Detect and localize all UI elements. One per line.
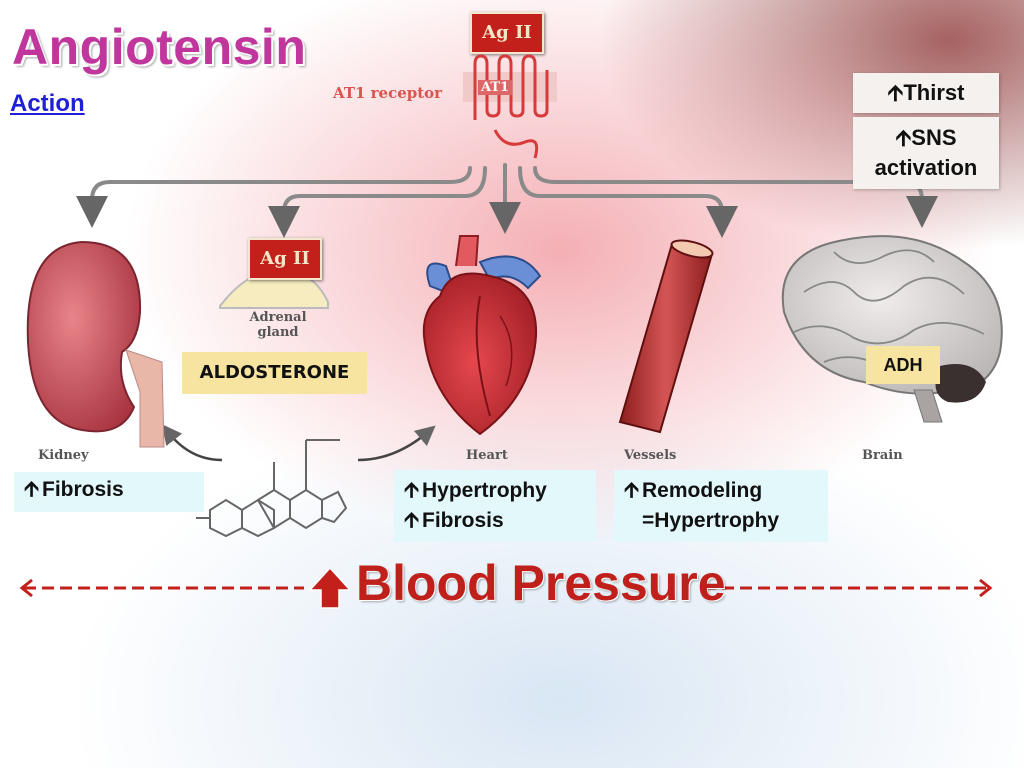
at1-inner-label: AT1 [478,80,513,95]
page-title: Angiotensin [12,19,307,75]
heart-effect-box: 🡩Hypertrophy 🡩Fibrosis [394,470,596,542]
vessels-label: Vessels [624,448,677,463]
connector-adrenal [268,166,487,238]
connector-kidney [76,166,472,228]
angiotensin-ii-ligand: Ag II [470,12,544,54]
sns-activation-label: activation [874,155,978,180]
thirst-label: Thirst [903,80,965,105]
at1-receptor-label: AT1 receptor [333,84,443,102]
thirst-effect: 🡩Thirst [853,73,999,113]
brain-label: Brain [862,448,903,463]
heart-hypertrophy: Hypertrophy [422,479,547,502]
up-arrow-icon: 🡩 [624,479,640,502]
adrenal-gland-label: Adrenal gland [240,310,316,340]
page-subtitle: Action [10,90,85,117]
up-arrow-icon: 🡩 [895,125,912,150]
vessel-hypertrophy: =Hypertrophy [642,509,780,532]
up-arrow-icon [308,566,352,609]
connector-vessels [518,166,738,238]
blood-pressure-arrow-line [19,578,993,598]
adrenal-label-line2: gland [257,325,299,340]
kidney-label: Kidney [38,448,89,463]
aldosterone-molecule-icon [196,439,348,538]
kidney-effect-box: 🡩Fibrosis [14,472,204,512]
aldo-arrow-heart [357,425,436,462]
kidney-icon [26,240,165,448]
blood-vessel-icon [618,239,714,434]
kidney-fibrosis: Fibrosis [42,478,124,501]
adrenal-label-line1: Adrenal [249,310,307,325]
heart-label: Heart [466,448,508,463]
up-arrow-icon: 🡩 [887,80,904,105]
adh-label: ADH [866,346,940,384]
vessel-effect-box: 🡩Remodeling =Hypertrophy [614,470,828,542]
blood-pressure-label: Blood Pressure [356,555,726,611]
brain-icon [781,235,1003,423]
at1-receptor-icon [463,54,557,159]
up-arrow-icon: 🡩 [404,509,420,532]
aldo-arrow-kidney [161,424,223,462]
up-arrow-icon: 🡩 [24,478,40,501]
sns-activation-effect: 🡩SNS activation [853,117,999,189]
sns-label: SNS [911,125,957,150]
aldosterone-label: ALDOSTERONE [182,352,367,394]
vessel-remodeling: Remodeling [642,479,763,502]
angiotensin-ii-adrenal-ligand: Ag II [248,238,322,280]
heart-fibrosis: Fibrosis [422,509,504,532]
up-arrow-icon: 🡩 [404,479,420,502]
heart-icon [422,235,542,436]
